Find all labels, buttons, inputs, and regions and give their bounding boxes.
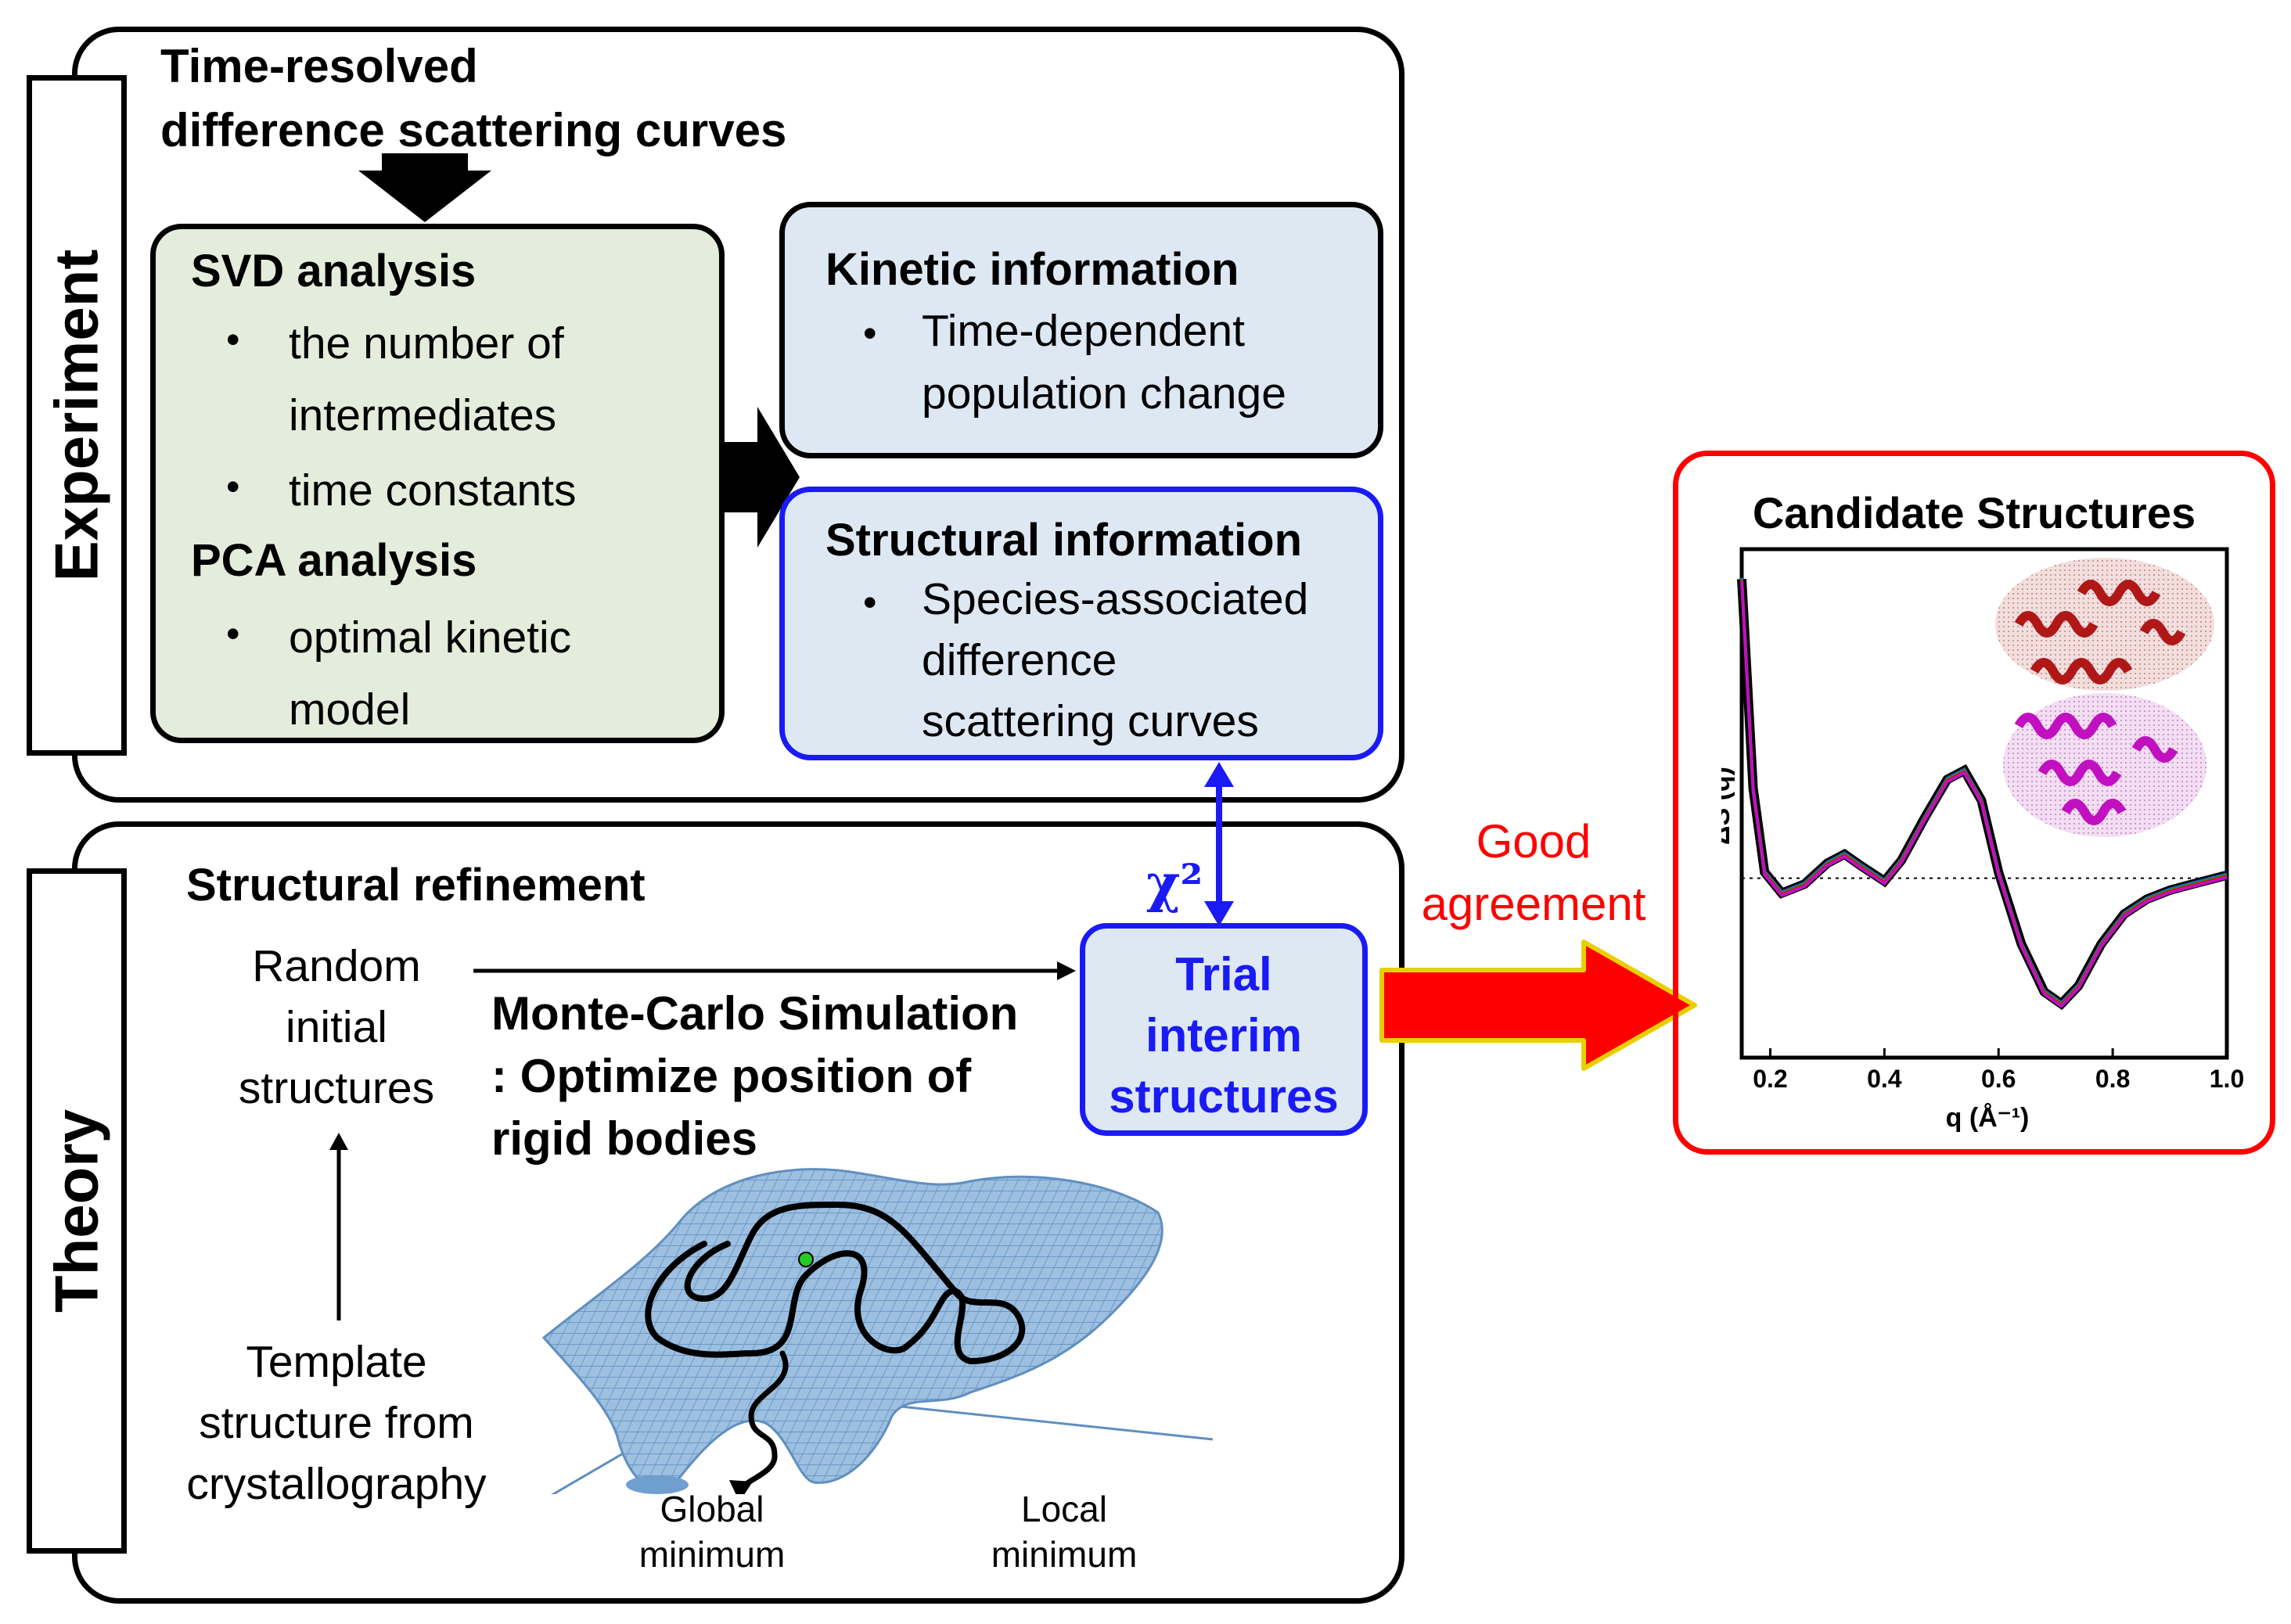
x-tick-label: 0.8 <box>2095 1065 2130 1093</box>
chi-squared-label: χ² <box>1146 853 1203 914</box>
svd-bullet-1: the number of intermediates <box>289 318 564 440</box>
up-arrow-icon <box>329 1133 348 1320</box>
kinetic-heading: Kinetic information <box>825 244 1239 295</box>
bullet-icon: • <box>226 465 240 508</box>
fit-curve-4 <box>1740 581 2228 1008</box>
experiment-tab: Experiment <box>27 75 127 756</box>
right-arrow-thin-icon <box>473 961 1076 980</box>
trial-label: Trial interim structures <box>1109 948 1339 1123</box>
structural-info-box: Structural information • Species-associa… <box>779 487 1383 760</box>
template-structure-label: Template structure from crystallography <box>186 1337 487 1509</box>
structural-bullet-1: Species-associated difference scattering… <box>922 574 1309 746</box>
experiment-label: Experiment <box>41 249 111 582</box>
difference-scattering-chart: 0.2 0.4 0.6 0.8 1.0 q (Å⁻¹) ΔS (q) <box>1721 547 2244 1133</box>
kinetic-bullet-1: Time-dependent population change <box>922 306 1286 419</box>
bullet-icon: • <box>863 580 877 624</box>
bullet-icon: • <box>863 311 877 355</box>
pca-heading: PCA analysis <box>191 535 477 586</box>
x-axis-label: q (Å⁻¹) <box>1946 1103 2030 1133</box>
energy-landscape-illustration <box>541 1168 1214 1494</box>
kinetic-info-box: Kinetic information • Time-dependent pop… <box>779 202 1383 458</box>
trial-structures-box: Trial interim structures <box>1080 923 1368 1136</box>
svd-heading: SVD analysis <box>191 246 477 296</box>
double-arrow-icon <box>1204 762 1234 926</box>
experimental-curve <box>1737 578 2228 1011</box>
pca-bullet-1: optimal kinetic model <box>289 613 572 735</box>
bullet-icon: • <box>226 612 240 656</box>
random-structures-label: Random initial structures <box>238 941 435 1113</box>
candidate-structures-panel: Candidate Structures <box>1673 451 2275 1155</box>
fit-curve-3 <box>1740 580 2228 1008</box>
svd-pca-box: SVD analysis • the number of intermediat… <box>150 224 725 743</box>
monte-carlo-label: Monte-Carlo Simulation : Optimize positi… <box>491 987 1019 1165</box>
theory-title: Structural refinement <box>186 860 646 911</box>
right-arrow-icon <box>721 407 800 548</box>
protein-structure-illustration <box>1995 558 2214 837</box>
fit-curve-1 <box>1740 577 2228 1005</box>
y-axis-label: ΔS (q) <box>1721 767 1735 845</box>
down-arrow-icon <box>358 153 491 222</box>
good-agreement-label: Good agreement <box>1421 815 1646 930</box>
global-minimum-label: Global minimum <box>638 1489 786 1575</box>
experiment-title: Time-resolved difference scattering curv… <box>160 40 787 156</box>
theory-label: Theory <box>41 1108 111 1313</box>
fit-curve-2 <box>1740 579 2228 1006</box>
bullet-icon: • <box>226 318 240 361</box>
structural-heading: Structural information <box>825 515 1303 566</box>
plot-frame <box>1739 547 2229 1060</box>
svd-bullet-2: time constants <box>289 465 577 516</box>
local-minimum-label: Local minimum <box>991 1489 1138 1575</box>
theory-tab: Theory <box>27 868 127 1554</box>
x-tick-label: 0.2 <box>1753 1065 1787 1093</box>
agreement-arrow-icon <box>1379 940 1697 1071</box>
x-tick-label: 1.0 <box>2210 1065 2244 1093</box>
x-tick-label: 0.6 <box>1981 1065 2016 1093</box>
x-tick-label: 0.4 <box>1867 1065 1902 1093</box>
candidate-title: Candidate Structures <box>1752 488 2196 537</box>
